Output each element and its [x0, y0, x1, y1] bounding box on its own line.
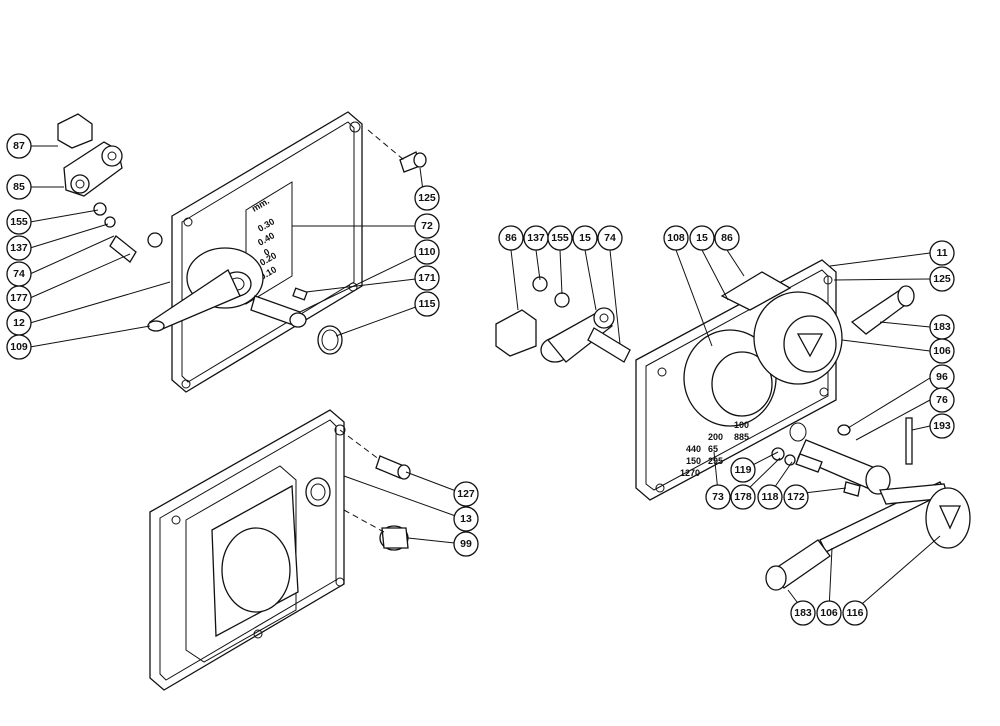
svg-text:155: 155 [551, 232, 569, 244]
callout-13: 13 [453, 506, 479, 532]
svg-text:119: 119 [735, 464, 752, 476]
feed-linkage-parts [57, 113, 163, 263]
callout-99: 99 [453, 531, 479, 557]
svg-text:177: 177 [10, 292, 28, 304]
callout-12: 12 [6, 310, 32, 336]
svg-text:118: 118 [762, 491, 779, 503]
feed-selector-plate: mm. 0.30 0.40 0 0.20 0.10 [147, 111, 427, 393]
svg-text:86: 86 [505, 232, 517, 244]
callout-86: 86 [498, 225, 524, 251]
callout-119: 119 [730, 457, 756, 483]
svg-text:15: 15 [579, 232, 591, 244]
callout-106-lower: 106 [816, 600, 842, 626]
svg-text:137: 137 [527, 232, 545, 244]
svg-text:183: 183 [794, 607, 812, 619]
callout-177: 177 [6, 285, 32, 311]
svg-text:178: 178 [734, 491, 752, 503]
callout-86-second: 86 [714, 225, 740, 251]
svg-text:99: 99 [460, 538, 472, 550]
callout-171: 171 [414, 265, 440, 291]
svg-text:110: 110 [419, 246, 436, 258]
callout-116: 116 [842, 600, 868, 626]
svg-text:183: 183 [933, 321, 951, 333]
callout-76: 76 [929, 387, 955, 413]
gearbox-linkage-parts [495, 276, 631, 363]
svg-text:125: 125 [418, 192, 436, 204]
callout-15-second: 15 [689, 225, 715, 251]
speed-r3-c2: 295 [708, 456, 723, 466]
speed-r2-c3: 885 [734, 432, 749, 442]
callout-109: 109 [6, 334, 32, 360]
callout-137: 137 [6, 235, 32, 261]
callout-183: 183 [929, 314, 955, 340]
speed-r2-c2: 65 [708, 444, 718, 454]
callout-85: 85 [6, 174, 32, 200]
speed-r1-c3: 100 [734, 420, 749, 430]
svg-text:109: 109 [10, 341, 28, 353]
svg-text:87: 87 [13, 140, 25, 152]
svg-text:13: 13 [460, 513, 472, 525]
svg-text:106: 106 [820, 607, 838, 619]
svg-text:74: 74 [13, 268, 25, 280]
callout-11: 11 [929, 240, 955, 266]
svg-text:73: 73 [712, 491, 724, 503]
callout-125-right: 125 [929, 266, 955, 292]
callout-115: 115 [414, 291, 440, 317]
cover-plate [149, 409, 411, 691]
svg-text:15: 15 [696, 232, 708, 244]
svg-text:115: 115 [419, 298, 436, 310]
svg-text:108: 108 [667, 232, 685, 244]
svg-text:172: 172 [787, 491, 805, 503]
svg-text:76: 76 [936, 394, 948, 406]
callout-127: 127 [453, 481, 479, 507]
callout-106: 106 [929, 338, 955, 364]
svg-text:127: 127 [457, 488, 475, 500]
callout-74: 74 [6, 261, 32, 287]
svg-text:193: 193 [933, 420, 951, 432]
callout-178: 178 [730, 484, 756, 510]
svg-text:116: 116 [847, 607, 864, 619]
callout-72: 72 [414, 213, 440, 239]
svg-text:106: 106 [933, 345, 951, 357]
callout-183-lower: 183 [790, 600, 816, 626]
gearbox-selector-plate: 440 200 100 150 65 885 1270 295 [635, 259, 971, 591]
svg-text:155: 155 [10, 216, 28, 228]
callout-110: 110 [414, 239, 440, 265]
svg-text:171: 171 [418, 272, 436, 284]
speed-table: 440 200 100 150 65 885 1270 295 [680, 420, 749, 478]
callout-125: 125 [414, 185, 440, 211]
svg-text:85: 85 [13, 181, 25, 193]
svg-text:86: 86 [721, 232, 733, 244]
callout-108: 108 [663, 225, 689, 251]
svg-text:11: 11 [936, 247, 947, 259]
callout-172: 172 [783, 484, 809, 510]
callout-96: 96 [929, 364, 955, 390]
callout-15: 15 [572, 225, 598, 251]
callout-74-right: 74 [597, 225, 623, 251]
callout-155: 155 [6, 209, 32, 235]
feed-value-3: 0 [262, 247, 271, 258]
callout-137-right: 137 [523, 225, 549, 251]
svg-text:96: 96 [936, 371, 948, 383]
speed-r1-c2: 200 [708, 432, 723, 442]
svg-text:12: 12 [13, 317, 25, 329]
callout-118: 118 [757, 484, 783, 510]
callout-155-right: 155 [547, 225, 573, 251]
callout-193: 193 [929, 413, 955, 439]
svg-text:137: 137 [10, 242, 28, 254]
speed-r3-c1: 1270 [680, 468, 700, 478]
speed-r1-c1: 440 [686, 444, 701, 454]
callout-73: 73 [705, 484, 731, 510]
svg-text:74: 74 [604, 232, 616, 244]
callout-87: 87 [6, 133, 32, 159]
svg-text:125: 125 [933, 273, 951, 285]
speed-r2-c1: 150 [686, 456, 701, 466]
svg-text:72: 72 [421, 220, 433, 232]
